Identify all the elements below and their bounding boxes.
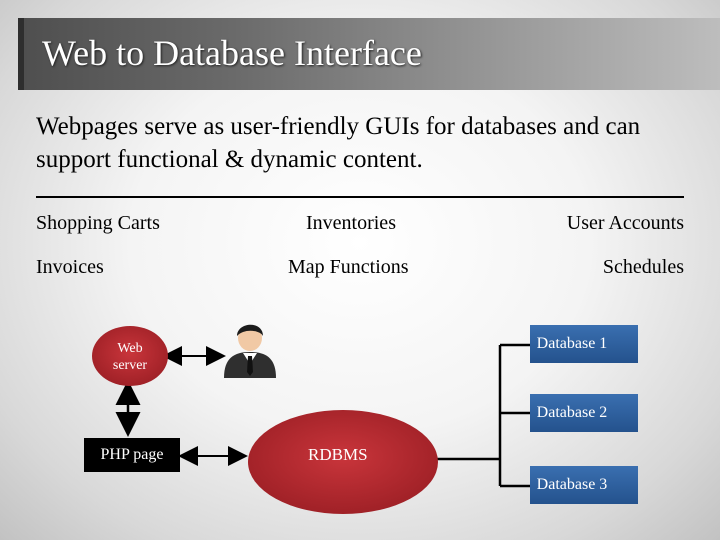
database-3-label: Database 3 <box>536 476 608 493</box>
database-1-label: Database 1 <box>536 335 608 352</box>
divider-rule <box>36 196 684 198</box>
database-2-label: Database 2 <box>536 404 608 421</box>
example-invoices: Invoices <box>36 256 104 278</box>
rdbms-label: RDBMS <box>308 445 368 464</box>
example-inventories: Inventories <box>306 212 396 234</box>
php-page-node <box>84 438 180 472</box>
web-server-label: Web server <box>112 341 148 373</box>
lead-text: Webpages serve as user-friendly GUIs for… <box>36 113 641 173</box>
example-user-accounts: User Accounts <box>566 212 684 234</box>
rdbms-node <box>248 410 438 514</box>
database-3-node <box>530 466 638 504</box>
php-page-label: PHP page <box>100 446 164 463</box>
user-avatar-icon <box>224 324 276 378</box>
example-schedules: Schedules <box>602 256 684 278</box>
web-server-node <box>92 326 168 386</box>
database-1-node <box>530 325 638 363</box>
slide-title: Web to Database Interface <box>42 33 422 73</box>
database-2-node <box>530 394 638 432</box>
example-shopping-carts: Shopping Carts <box>36 212 160 234</box>
title-bar: Web to Database Interface <box>18 18 720 90</box>
example-map-functions: Map Functions <box>288 256 409 278</box>
